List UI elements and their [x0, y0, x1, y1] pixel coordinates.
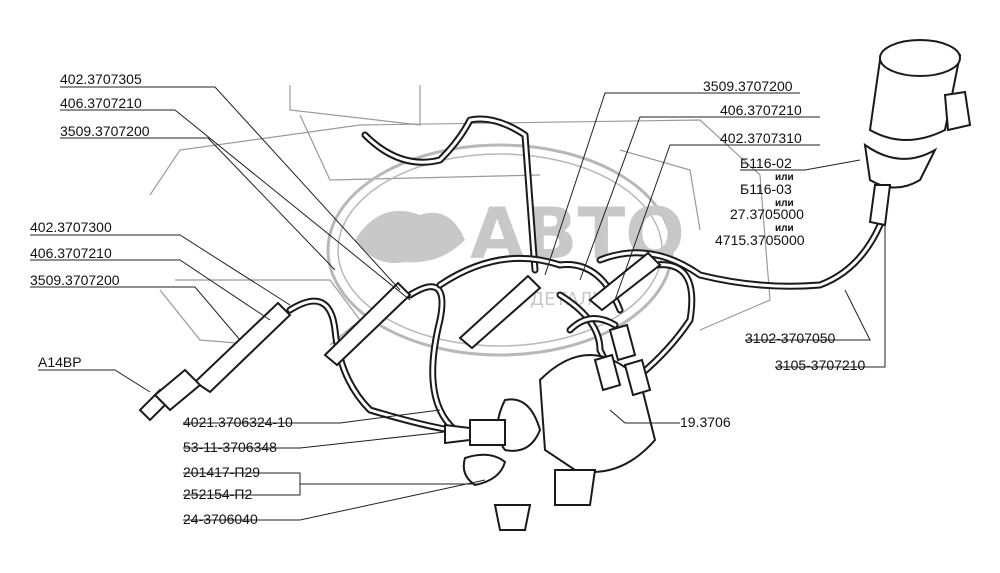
label-406-3707210-mid: 406.3707210: [30, 245, 112, 261]
plug-boot-1: [193, 301, 292, 394]
labels-right: 3509.3707200 406.3707210 402.3707310 Б11…: [680, 78, 866, 430]
label-53-11-3706348: 53-11-3706348: [183, 439, 277, 455]
label-b116-03: Б116-03: [740, 181, 792, 197]
leader-lines: [30, 86, 886, 521]
label-a14vr: А14ВР: [38, 354, 82, 370]
label-4021-3706324-10: 4021.3706324-10: [183, 414, 293, 430]
label-3105-3707210: 3105-3707210: [775, 357, 866, 373]
label-402-3707310: 402.3707310: [720, 130, 802, 146]
label-ili-2: или: [775, 198, 794, 209]
spark-plug-boots: [193, 251, 662, 394]
label-402-3707305: 402.3707305: [60, 71, 142, 87]
plug-boot-3: [458, 274, 542, 350]
label-3102-3707050: 3102-3707050: [745, 330, 836, 346]
label-3509-3707200-top: 3509.3707200: [60, 123, 150, 139]
label-252154-p2: 252154-П2: [183, 486, 252, 502]
plug-boot-4: [588, 251, 662, 312]
label-ili-1: или: [775, 172, 794, 183]
label-b116-02: Б116-02: [740, 155, 792, 171]
label-4715-3705000: 4715.3705000: [715, 232, 805, 248]
plug-boot-2: [323, 281, 412, 367]
label-3509-3707200-right: 3509.3707200: [703, 78, 793, 94]
label-406-3707210-right: 406.3707210: [720, 102, 802, 118]
watermark-animal-icon: [355, 210, 465, 264]
label-3509-3707200-mid: 3509.3707200: [30, 272, 120, 288]
label-201417-p29: 201417-П29: [183, 464, 260, 480]
spark-plug: [138, 368, 202, 422]
label-406-3707210-top: 406.3707210: [60, 95, 142, 111]
ignition-coil: [863, 39, 972, 227]
label-19-3706: 19.3706: [680, 414, 731, 430]
label-24-3706040: 24-3706040: [183, 511, 258, 527]
labels-left: 402.3707305 406.3707210 3509.3707200 402…: [30, 71, 293, 527]
label-27-3705000: 27.3705000: [730, 206, 804, 222]
label-ili-3: или: [775, 223, 794, 234]
distributor: [444, 323, 657, 531]
vacuum-tube-loop: [361, 115, 539, 274]
label-402-3707300: 402.3707300: [30, 219, 112, 235]
engine-background-outline: [149, 85, 771, 346]
